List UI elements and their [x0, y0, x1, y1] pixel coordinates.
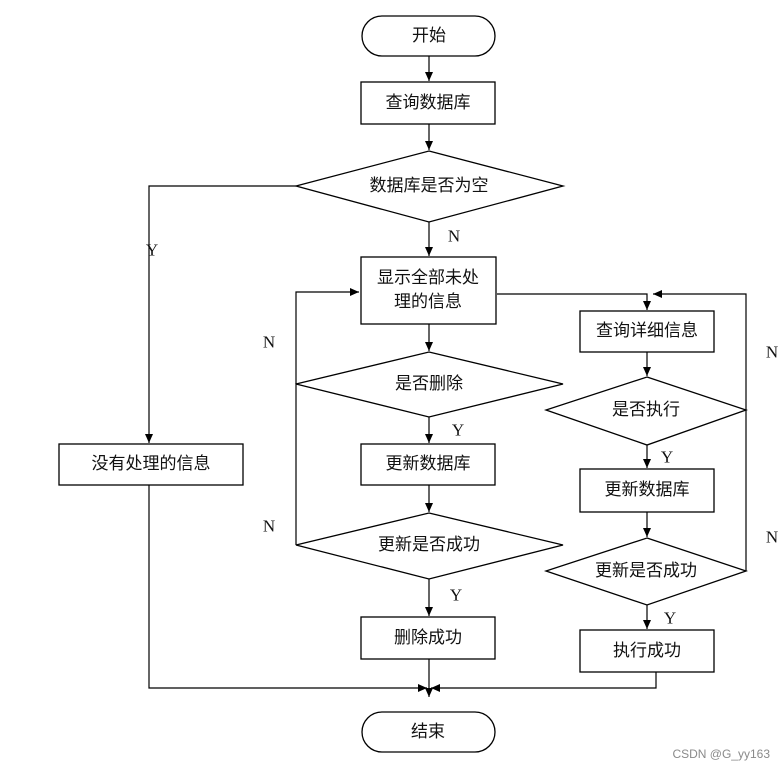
node-end: 结束 — [361, 711, 496, 753]
edge-no-pending-to-end — [148, 485, 427, 692]
node-execute-success-label: 执行成功 — [613, 641, 681, 661]
edge-show-to-detail — [497, 293, 651, 310]
node-delete-success-label: 删除成功 — [394, 628, 462, 648]
edge-labels: Y N N Y N Y N Y N Y — [146, 227, 778, 628]
label-empty-yes: Y — [146, 241, 158, 260]
node-query-db-label: 查询数据库 — [386, 93, 471, 113]
label-execute-no: N — [766, 343, 778, 362]
decision-update-ok-right: 更新是否成功 — [543, 537, 749, 606]
decision-is-empty: 数据库是否为空 — [293, 150, 566, 223]
node-show-pending-line2: 理的信息 — [394, 292, 462, 312]
label-delete-yes: Y — [452, 421, 464, 440]
label-empty-no: N — [448, 227, 460, 246]
decision-is-execute-label: 是否执行 — [612, 400, 680, 420]
watermark: CSDN @G_yy163 — [672, 747, 770, 761]
edge-empty-yes — [145, 185, 296, 443]
node-end-label: 结束 — [411, 722, 445, 742]
node-update-db-right: 更新数据库 — [579, 468, 715, 513]
node-update-db-right-label: 更新数据库 — [605, 480, 690, 500]
node-show-pending-line1: 显示全部未处 — [377, 268, 479, 288]
node-start: 开始 — [361, 15, 496, 57]
edges — [145, 56, 747, 697]
node-update-db-left: 更新数据库 — [360, 443, 496, 486]
decision-update-ok-left-label: 更新是否成功 — [378, 535, 480, 555]
decision-update-ok-left: 更新是否成功 — [295, 512, 564, 580]
label-execute-yes: Y — [661, 448, 673, 467]
node-update-db-left-label: 更新数据库 — [386, 454, 471, 474]
decision-is-empty-label: 数据库是否为空 — [370, 176, 489, 196]
label-delete-no: N — [263, 333, 275, 352]
edge-delete-no-loop — [295, 288, 359, 384]
decision-is-delete-label: 是否删除 — [395, 374, 463, 394]
label-update-right-no: N — [766, 528, 778, 547]
node-no-pending: 没有处理的信息 — [58, 443, 244, 486]
node-query-db: 查询数据库 — [360, 81, 496, 125]
decision-is-delete: 是否删除 — [295, 351, 564, 418]
label-update-left-yes: Y — [450, 586, 462, 605]
node-query-detail-label: 查询详细信息 — [596, 321, 698, 341]
label-update-left-no: N — [263, 517, 275, 536]
node-no-pending-label: 没有处理的信息 — [92, 454, 211, 474]
label-update-right-yes: Y — [664, 609, 676, 628]
decision-is-execute: 是否执行 — [543, 376, 749, 446]
node-start-label: 开始 — [412, 26, 446, 46]
node-delete-success: 删除成功 — [360, 616, 496, 660]
edge-execute-success-to-end — [431, 672, 657, 692]
decision-update-ok-right-label: 更新是否成功 — [595, 561, 697, 581]
node-execute-success: 执行成功 — [579, 629, 715, 673]
node-show-pending: 显示全部未处 理的信息 — [360, 256, 497, 325]
edge-execute-no-loop — [653, 290, 747, 410]
node-query-detail: 查询详细信息 — [579, 310, 715, 353]
